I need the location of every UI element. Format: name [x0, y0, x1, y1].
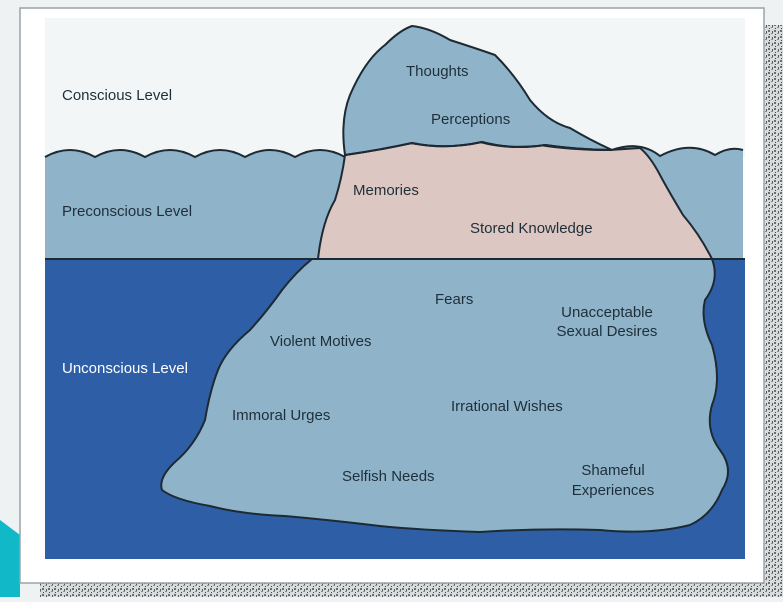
wave-line-left [44, 149, 346, 159]
iceberg-unconscious-part [160, 258, 729, 534]
unconscious-level-label: Unconscious Level [62, 360, 188, 377]
iceberg-ridge [344, 140, 613, 156]
selfish-needs-label: Selfish Needs [342, 468, 435, 485]
perceptions-label: Perceptions [431, 111, 511, 128]
conscious-level-label: Conscious Level [62, 87, 173, 104]
immoral-urges-label: Immoral Urges [232, 407, 331, 424]
stored-knowledge-label: Stored Knowledge [470, 220, 593, 237]
unacceptable-label-line2: Sexual Desires [556, 323, 658, 340]
shameful-label-line1: Shameful [581, 462, 645, 479]
violent-motives-label: Violent Motives [270, 333, 372, 350]
unacceptable-label-line1: Unacceptable [561, 304, 653, 321]
thoughts-label: Thoughts [406, 63, 469, 80]
texture-bottom [40, 582, 783, 597]
texture-right [764, 25, 783, 597]
wave-line-right [611, 145, 744, 158]
fears-label: Fears [435, 291, 474, 308]
irrational-wishes-label: Irrational Wishes [451, 398, 563, 415]
preconscious-level-label: Preconscious Level [62, 203, 193, 220]
memories-label: Memories [353, 182, 419, 199]
corner-accent [0, 520, 20, 597]
shameful-label-line2: Experiences [571, 482, 655, 499]
preconscious-water [45, 146, 743, 260]
